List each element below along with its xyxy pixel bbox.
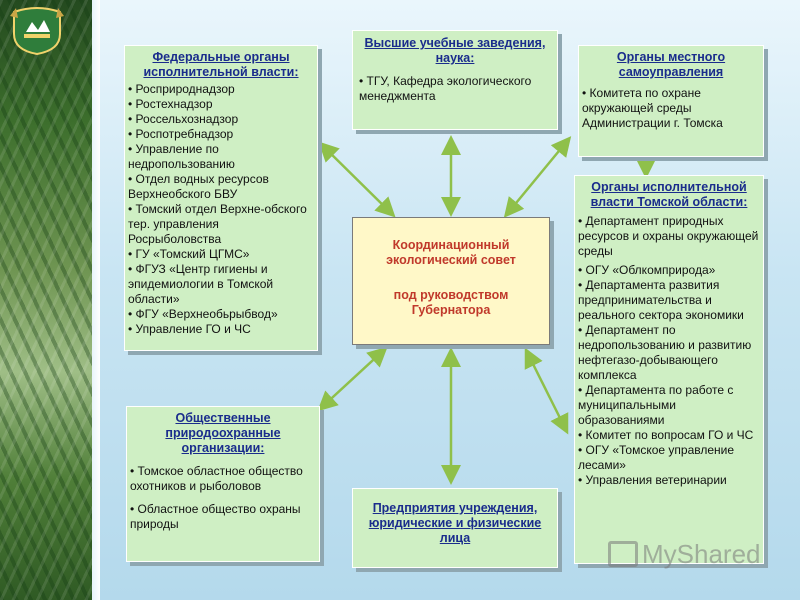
regional-list: Департамент природных ресурсов и охраны … bbox=[578, 214, 760, 488]
list-item: Управления ветеринарии bbox=[578, 473, 760, 488]
federal-title: Федеральные органы исполнительной власти… bbox=[143, 50, 299, 79]
list-item: Комитет по вопросам ГО и ЧС bbox=[578, 428, 760, 443]
list-item: ФГУЗ «Центр гигиены и эпидемиологии в То… bbox=[128, 262, 314, 307]
coat-of-arms-icon bbox=[10, 7, 64, 56]
local-box: Органы местного самоуправления Комитета … bbox=[578, 45, 764, 157]
presentation-icon bbox=[608, 541, 638, 567]
universities-box: Высшие учебные заведения, наука: ТГУ, Ка… bbox=[352, 30, 558, 130]
enterprises-title: Предприятия учреждения, юридические и фи… bbox=[368, 501, 542, 545]
arrow-regional-bottom bbox=[524, 347, 569, 435]
council-name: Координационный экологический совет bbox=[386, 238, 516, 267]
list-item: Управление по недропользованию bbox=[128, 142, 314, 172]
arrow-local bbox=[503, 136, 572, 218]
federal-box: Федеральные органы исполнительной власти… bbox=[124, 45, 318, 351]
list-item: ОГУ «Томское управление лесами» bbox=[578, 443, 760, 473]
regional-box: Органы исполнительной власти Томской обл… bbox=[574, 175, 764, 564]
list-item: Ростехнадзор bbox=[128, 97, 314, 112]
public-list: Томское областное общество охотников и р… bbox=[130, 464, 316, 532]
federal-list: Росприроднадзор Ростехнадзор Россельхозн… bbox=[128, 82, 314, 337]
list-item: Департамент природных ресурсов и охраны … bbox=[578, 214, 760, 259]
watermark-text: MyShared bbox=[642, 539, 761, 569]
list-item: ОГУ «Облкомприрода» bbox=[578, 263, 760, 278]
coordination-council: Координационный экологический совет под … bbox=[352, 217, 550, 345]
council-leadership: под руководством Губернатора bbox=[393, 288, 509, 317]
list-item: Томский отдел Верхне-обского тер. управл… bbox=[128, 202, 314, 247]
regional-title: Органы исполнительной власти Томской обл… bbox=[590, 180, 748, 209]
list-item: Отдел водных ресурсов Верхнеобского БВУ bbox=[128, 172, 314, 202]
enterprises-box: Предприятия учреждения, юридические и фи… bbox=[352, 488, 558, 568]
list-item: Областное общество охраны природы bbox=[130, 502, 316, 532]
public-box: Общественные природоохранные организации… bbox=[126, 406, 320, 562]
list-item: ТГУ, Кафедра экологического менеджмента bbox=[359, 74, 551, 104]
watermark: MyShared bbox=[608, 536, 768, 572]
list-item: ГУ «Томский ЦГМС» bbox=[128, 247, 314, 262]
list-item: Департамента развития предпринимательств… bbox=[578, 278, 760, 323]
arrow-federal bbox=[318, 141, 396, 218]
public-title: Общественные природоохранные организации… bbox=[165, 411, 281, 455]
list-item: Росприроднадзор bbox=[128, 82, 314, 97]
list-item: Комитета по охране окружающей среды Адми… bbox=[582, 86, 760, 131]
arrow-public bbox=[317, 346, 388, 412]
list-item: Управление ГО и ЧС bbox=[128, 322, 314, 337]
list-item: Роспотребнадзор bbox=[128, 127, 314, 142]
list-item: Россельхознадзор bbox=[128, 112, 314, 127]
list-item: Департамента по работе с муниципальными … bbox=[578, 383, 760, 428]
list-item: Томское областное общество охотников и р… bbox=[130, 464, 316, 494]
local-title: Органы местного самоуправления bbox=[616, 50, 726, 79]
divider bbox=[92, 0, 100, 600]
list-item: Департамент по недропользованию и развит… bbox=[578, 323, 760, 383]
list-item: ФГУ «Верхнеобьрыбвод» bbox=[128, 307, 314, 322]
universities-list: ТГУ, Кафедра экологического менеджмента bbox=[359, 74, 551, 104]
local-list: Комитета по охране окружающей среды Адми… bbox=[582, 86, 760, 131]
forest-background bbox=[0, 0, 92, 600]
universities-title: Высшие учебные заведения, наука: bbox=[364, 36, 546, 65]
